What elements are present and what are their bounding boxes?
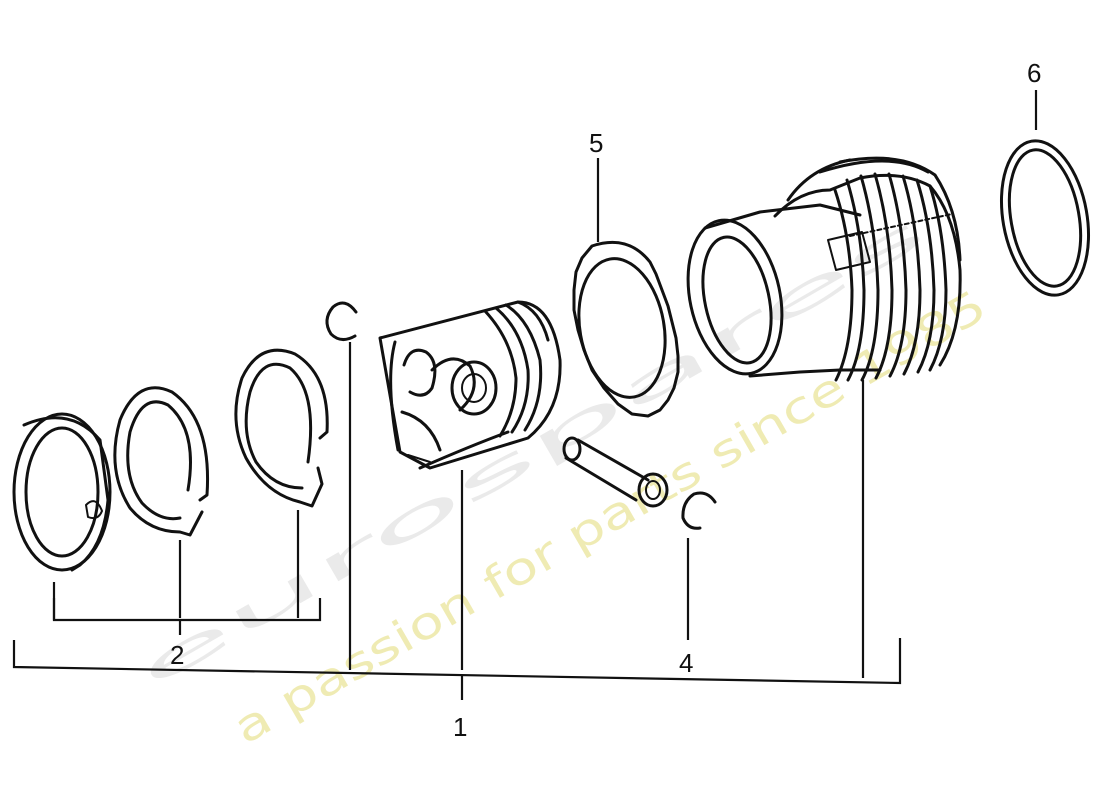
leader-lines — [12, 90, 1038, 700]
piston — [378, 300, 562, 470]
callout-label-1: 1 — [453, 712, 467, 742]
callout-label-2: 2 — [170, 640, 184, 670]
piston-ring-compression-1 — [234, 348, 329, 508]
o-ring — [999, 139, 1091, 297]
cylinder — [686, 156, 962, 382]
piston-ring-oil — [12, 412, 112, 572]
callout-label-4: 4 — [679, 648, 693, 678]
circlip-lower — [681, 491, 717, 530]
piston-pin — [562, 436, 669, 508]
callout-label-6: 6 — [1027, 58, 1041, 88]
piston-ring-compression-2 — [113, 386, 210, 537]
cylinder-base-gasket — [572, 240, 680, 418]
watermark-logo-text: eurospares — [129, 203, 935, 700]
callout-label-5: 5 — [589, 128, 603, 158]
circlip-upper — [325, 301, 358, 341]
